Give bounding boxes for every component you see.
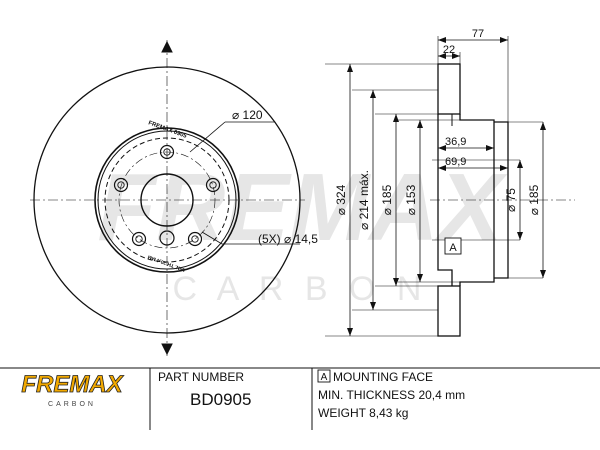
dim-holes-label: (5X) ⌀ 14,5 [258,232,318,246]
datum-a-label: A [449,242,457,254]
watermark-brand: FREMAX [97,154,507,261]
bolt-holes [113,144,221,247]
hat-outer-ring [94,127,240,273]
front-view [30,40,305,358]
title-block [0,367,600,430]
disc-plate-top [437,63,461,115]
arrowheads [347,37,546,336]
dim-120-label: ⌀ 120 [232,108,263,122]
dim-36-9-label: 36,9 [445,136,466,148]
centerline-arrow-bottom [161,343,173,356]
logo-sub: CARBON [48,401,96,408]
part-number-label: PART NUMBER [158,370,244,384]
dim-75-label: ⌀ 75 [504,188,518,212]
centerline-arrow-top [161,40,173,53]
mounting-marker-label: A [321,372,328,383]
dim-22-label: 22 [443,44,455,56]
hat-body [459,114,495,286]
dim-185-right-label: ⌀ 185 [527,184,541,215]
watermark: FREMAX C A R B O N [97,154,507,308]
locating-hole [159,230,175,246]
logo-text: FREMAX [21,371,124,398]
fremax-logo: FREMAX CARBON [21,371,125,408]
dim-69-9-label: 69,9 [445,156,466,168]
watermark-sub: C A R B O N [173,270,428,308]
mounting-marker-box [317,369,331,383]
dim-324-label: ⌀ 324 [334,184,348,215]
mounting-face-label: MOUNTING FACE [333,370,433,384]
dim-153-label: ⌀ 153 [404,184,418,215]
leader-holes [201,231,223,245]
weight-label: WEIGHT 8,43 kg [318,406,408,420]
part-number-value: BD0905 [190,390,251,409]
leader-120 [189,121,226,153]
min-thickness-label: MIN. THICKNESS 20,4 mm [318,388,465,402]
dim-185-left-label: ⌀ 185 [380,184,394,215]
hat-wall [437,114,453,286]
dim-214-label: ⌀ 214 máx. [357,170,371,230]
disc-plate-bottom [437,285,461,337]
dim-77-label: 77 [472,28,484,40]
side-view [325,36,575,337]
datum-a-box [444,237,462,255]
